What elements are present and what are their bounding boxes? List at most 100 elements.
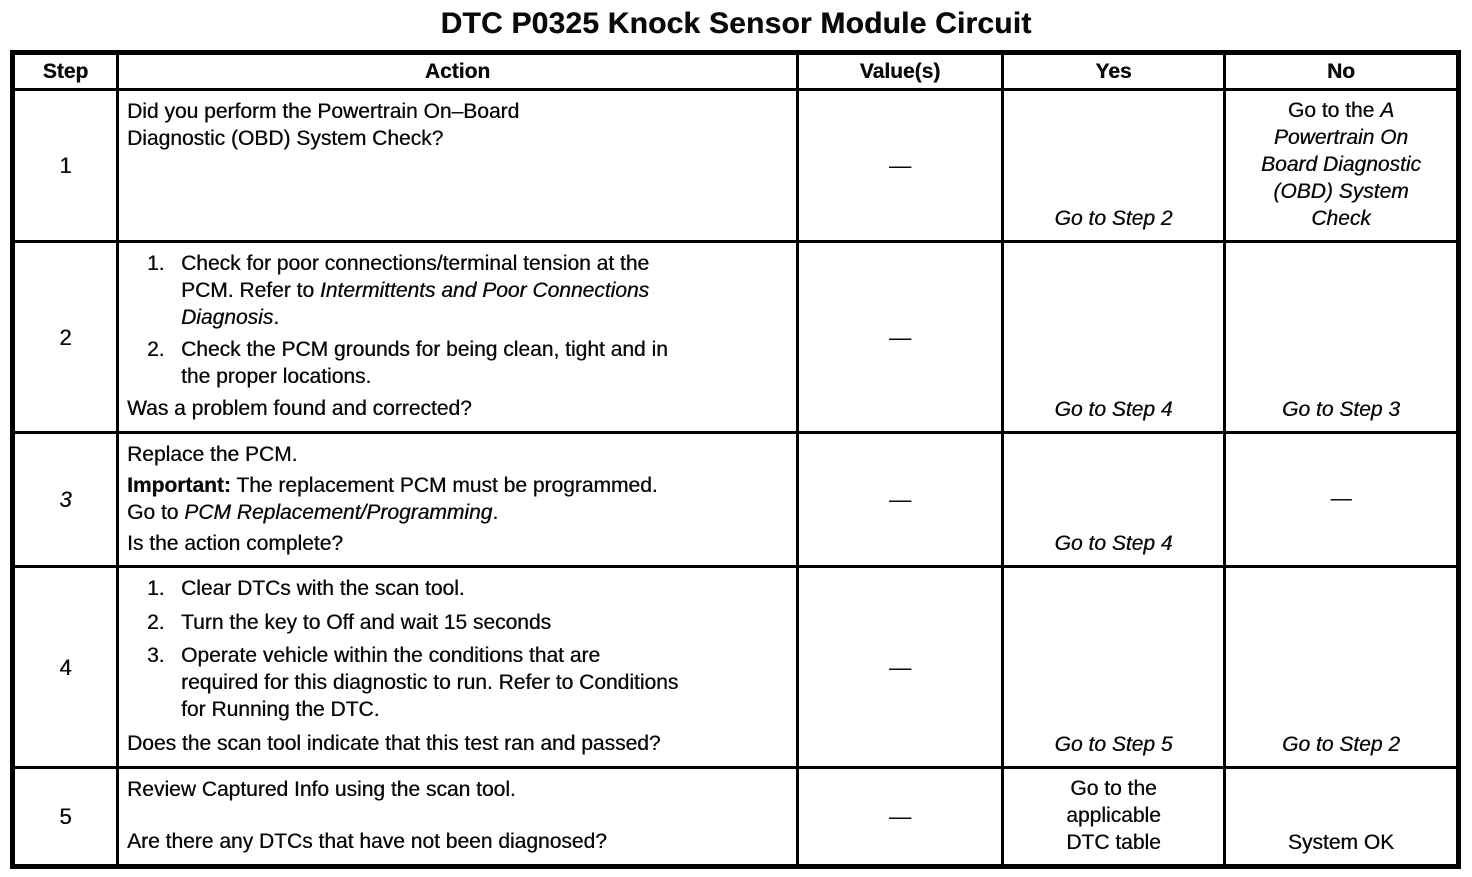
action-content: 1. Clear DTCs with the scan tool. 2. Turn t… [119,568,796,766]
step-cell: 1 [11,88,119,243]
step-number: 5 [59,804,72,829]
table-body: 1 Did you perform the Powertrain On–Board… [11,88,1460,868]
col-header-no: No [1223,51,1460,91]
col-header-yes: Yes [1001,51,1226,91]
action-paragraph: Review Captured Info using the scan tool… [127,776,786,803]
text-run: System OK [1287,831,1395,854]
text-run: Go to Step 2 [1054,207,1173,230]
action-paragraph: Important: The replacement PCM must be p… [127,472,786,526]
diagnostic-table: Step Action Value(s) Yes No 1 Did you per… [10,50,1461,869]
text-run: Check for poor connections/terminal tens… [181,252,650,302]
list-item-text: Clear DTCs with the scan tool. [181,575,786,602]
no-cell: Go to the A Powertrain On Board Diagnost… [1223,88,1460,243]
table-row: 3 Replace the PCM. Important: The replacem… [11,431,1460,568]
action-list-item: 1. Clear DTCs with the scan tool. [127,575,786,602]
text-run: PCM Replacement/Programming [184,501,493,524]
text-run: Go to Step 3 [1282,398,1400,421]
no-cell: Go to Step 2 [1223,565,1460,769]
action-cell: 1. Clear DTCs with the scan tool. 2. Turn t… [116,565,799,769]
col-header-values: Value(s) [796,51,1004,91]
step-cell: 2 [11,240,119,434]
no-cell: — [1223,431,1460,568]
list-item-text: Turn the key to Off and wait 15 seconds [181,609,786,636]
action-cell: Did you perform the Powertrain On–Board … [116,88,799,243]
text-run: Go to the [1287,99,1381,122]
text-run: Important: [127,474,231,497]
text-run: Check the PCM grounds for being clean, t… [181,338,668,388]
text-run: Operate vehicle within the conditions th… [181,644,679,722]
text-run: Was a problem found and corrected? [127,397,472,420]
text-run: Turn the key to Off and wait 15 seconds [181,610,552,634]
table-row: 4 1. Clear DTCs with the scan tool. 2. Turn … [11,565,1460,769]
list-item-number: 3. [147,644,165,668]
action-cell: Replace the PCM. Important: The replaceme… [116,431,799,568]
no-cell: System OK [1223,766,1460,868]
text-run: Go to Step 4 [1054,532,1173,555]
action-list-item: 2. Turn the key to Off and wait 15 second… [127,609,786,636]
text-run: Review Captured Info using the scan tool… [127,778,516,801]
text-run: Go to Step 2 [1282,733,1400,756]
action-content: Did you perform the Powertrain On–Board … [119,91,796,240]
value-cell: — [796,431,1004,568]
list-item-text: Check for poor connections/terminal tens… [181,250,786,331]
text-run: Does the scan tool indicate that this te… [127,731,661,755]
text-run: — [1330,487,1352,510]
list-item-number: 2. [147,610,165,634]
yes-cell: Go to Step 4 [1001,431,1226,568]
text-run: Intermittents and Poor Connections Diagn… [181,279,650,329]
text-run: Clear DTCs with the scan tool. [181,577,465,600]
no-cell: Go to Step 3 [1223,240,1460,434]
yes-cell: Go to Step 5 [1001,565,1226,769]
list-item-number: 1. [147,577,165,600]
scanned-manual-page: DTC P0325 Knock Sensor Module Circuit St… [0,7,1472,869]
yes-cell: Go to Step 2 [1001,88,1226,243]
col-header-step: Step [11,51,119,91]
text-run: . [273,306,280,329]
step-cell: 4 [11,565,119,769]
list-item-number: 2. [147,338,165,361]
step-number: 4 [59,654,72,680]
action-content: 1. Check for poor connections/terminal te… [119,243,796,431]
list-item-number: 1. [147,252,165,275]
list-item-text: Operate vehicle within the conditions th… [181,642,786,723]
table-row: 5 Review Captured Info using the scan too… [11,766,1460,868]
col-header-action: Action [116,51,799,91]
action-list-item: 1. Check for poor connections/terminal te… [127,250,786,331]
action-cell: Review Captured Info using the scan tool… [116,766,799,868]
step-number: 1 [59,153,72,178]
value-cell: — [796,565,1004,769]
list-item-text: Check the PCM grounds for being clean, t… [181,336,786,390]
action-content: Replace the PCM. Important: The replaceme… [119,434,796,565]
step-number: 2 [59,324,72,350]
action-list-item: 2. Check the PCM grounds for being clean,… [127,336,786,390]
text-run: A Powertrain On Board Diagnostic (OBD) S… [1261,99,1421,230]
action-paragraph: Was a problem found and corrected? [127,395,786,422]
value-cell: — [796,88,1004,243]
yes-cell: Go to the applicable DTC table [1001,766,1226,868]
action-paragraph: Replace the PCM. [127,441,786,468]
step-cell: 5 [11,766,119,868]
table-row: 1 Did you perform the Powertrain On–Board… [11,88,1460,243]
action-list-item: 3. Operate vehicle within the conditions … [127,642,786,723]
page-title: DTC P0325 Knock Sensor Module Circuit [440,7,1032,40]
yes-cell: Go to Step 4 [1001,240,1226,434]
text-run: Did you perform the Powertrain On–Board … [127,100,520,150]
step-cell: 3 [11,431,119,568]
text-run: Replace the PCM. [127,443,298,466]
action-paragraph: Is the action complete? [127,530,786,557]
value-cell: — [796,240,1004,434]
text-run: Is the action complete? [127,532,343,555]
value-cell: — [796,766,1004,868]
action-content: Review Captured Info using the scan tool… [119,769,796,864]
text-run: The replacement PCM must be programmed. … [127,474,658,524]
action-cell: 1. Check for poor connections/terminal te… [116,240,799,434]
step-number: 3 [59,487,72,512]
table-header-row: Step Action Value(s) Yes No [11,51,1460,91]
table-row: 2 1. Check for poor connections/terminal t… [11,240,1460,434]
text-run: Go to the applicable DTC table [1066,777,1161,854]
action-paragraph: Does the scan tool indicate that this te… [127,730,786,757]
text-run: Go to Step 5 [1054,733,1173,756]
text-run: Go to Step 4 [1054,398,1173,421]
action-paragraph: Are there any DTCs that have not been di… [127,828,786,855]
text-run: . [492,501,499,524]
